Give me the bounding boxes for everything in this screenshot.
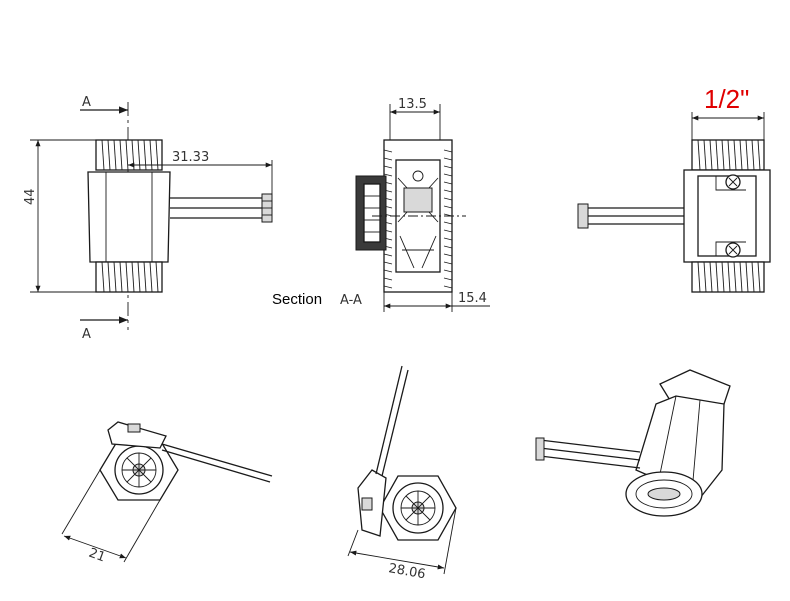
thread-line xyxy=(443,149,453,153)
thread-line xyxy=(155,261,159,293)
thread-line xyxy=(107,261,111,293)
thread-line xyxy=(697,139,701,171)
thread-line xyxy=(149,261,153,293)
thread-line xyxy=(443,173,453,177)
thread-line xyxy=(727,139,731,171)
thread-line xyxy=(137,261,141,293)
iso-view-right xyxy=(535,369,731,517)
thread-line xyxy=(383,157,393,161)
thread-line xyxy=(101,139,105,171)
thread-line xyxy=(727,261,731,293)
thread-line xyxy=(131,261,135,293)
thread-line xyxy=(383,165,393,169)
thread-line xyxy=(745,139,749,171)
thread-line xyxy=(443,253,453,257)
thread-line xyxy=(113,261,117,293)
thread-line xyxy=(443,229,453,233)
side-view: 1/2" xyxy=(577,84,771,293)
thread-line xyxy=(751,139,755,171)
iso-view-left: 21 xyxy=(61,421,273,566)
thread-line xyxy=(443,197,453,201)
dim-iso-center: 28.06 xyxy=(387,561,426,582)
dim-section-top: 13.5 xyxy=(398,97,427,112)
thread-line xyxy=(443,165,453,169)
thread-line xyxy=(125,139,129,171)
thread-line xyxy=(443,189,453,193)
thread-line xyxy=(119,261,123,293)
dim-height: 44 xyxy=(23,188,38,205)
thread-line xyxy=(383,261,393,265)
thread-line xyxy=(383,277,393,281)
thread-line xyxy=(757,261,761,293)
thread-line xyxy=(443,285,453,289)
thread-line xyxy=(709,261,713,293)
hex-body xyxy=(87,171,171,263)
section-mark-bottom: A xyxy=(82,327,91,342)
thread-line xyxy=(443,245,453,249)
thread-line xyxy=(443,237,453,241)
thread-line xyxy=(443,205,453,209)
thread-line xyxy=(119,139,123,171)
section-mark-top: A xyxy=(82,95,91,110)
section-caption-word: Section xyxy=(272,291,322,308)
thread-line xyxy=(443,277,453,281)
thread-line xyxy=(721,261,725,293)
thread-line xyxy=(443,261,453,265)
thread-line xyxy=(443,221,453,225)
thread-line xyxy=(703,261,707,293)
thread-line xyxy=(715,139,719,171)
thread-line xyxy=(721,139,725,171)
thread-line xyxy=(697,261,701,293)
thread-line xyxy=(125,261,129,293)
thread-line xyxy=(383,173,393,177)
thread-line xyxy=(107,139,111,171)
thread-line xyxy=(739,139,743,171)
thread-line xyxy=(101,261,105,293)
thread-line xyxy=(715,261,719,293)
thread-line xyxy=(757,139,761,171)
iso-view-center: 28.06 xyxy=(347,365,457,582)
thread-line xyxy=(709,139,713,171)
thread-line xyxy=(443,157,453,161)
thread-line xyxy=(383,269,393,273)
thread-line xyxy=(733,139,737,171)
thread-line xyxy=(443,181,453,185)
front-view: A A 44 31.33 xyxy=(23,95,273,342)
thread-line xyxy=(703,139,707,171)
thread-line xyxy=(751,261,755,293)
thread-line xyxy=(739,261,743,293)
thread-line xyxy=(443,269,453,273)
thread-line xyxy=(383,149,393,153)
dim-section-bottom: 15.4 xyxy=(458,291,487,306)
thread-line xyxy=(113,139,117,171)
thread-size-label: 1/2" xyxy=(704,84,749,114)
dim-wire-offset: 31.33 xyxy=(172,150,209,165)
thread-line xyxy=(745,261,749,293)
thread-line xyxy=(383,285,393,289)
section-view: 13.5 15.4 Section A-A xyxy=(272,97,490,312)
dim-iso-left: 21 xyxy=(87,546,108,566)
thread-line xyxy=(383,253,393,257)
thread-line xyxy=(733,261,737,293)
thread-line xyxy=(143,261,147,293)
section-caption-id: A-A xyxy=(340,293,362,308)
